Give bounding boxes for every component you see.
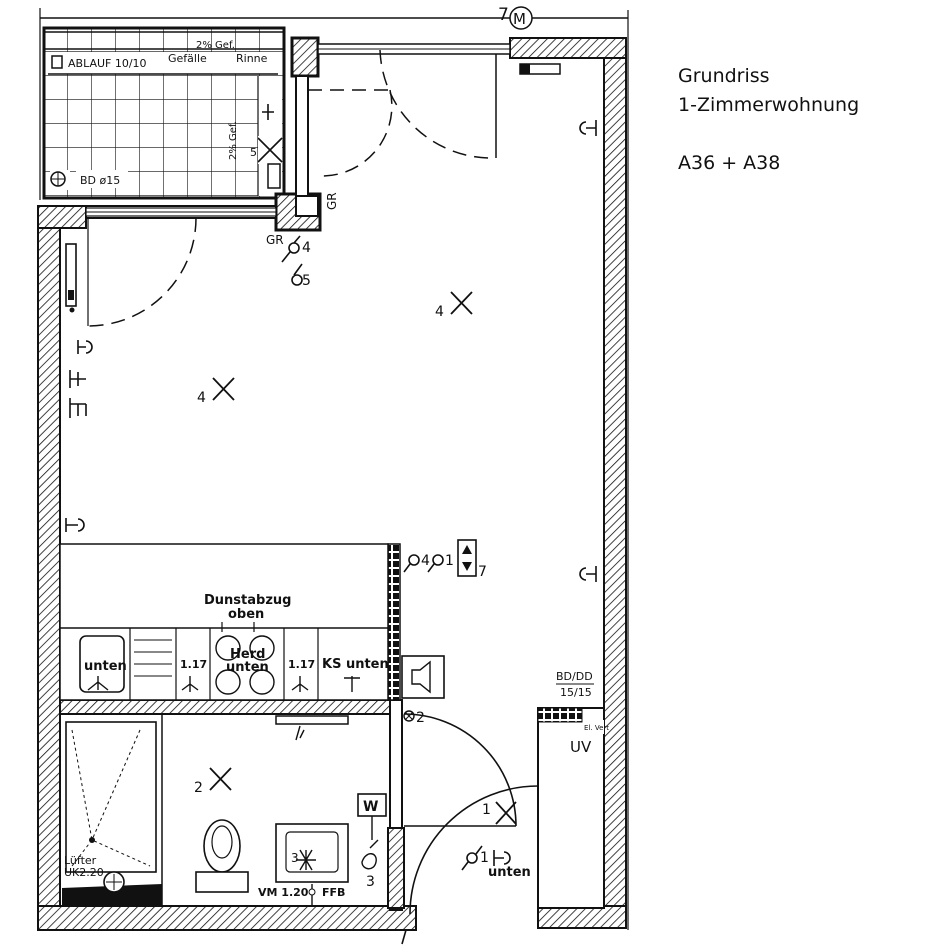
- door-switch-number: 2: [416, 710, 425, 726]
- bathroom-door: [403, 713, 517, 827]
- door-switch-icon: 2: [403, 710, 425, 726]
- ceiling-light-icon: 4: [435, 291, 473, 320]
- balcony-socket-icon: [260, 102, 282, 124]
- motor-symbol: M 7: [498, 5, 533, 30]
- hob-icon: [215, 635, 275, 695]
- oben-label: oben: [228, 607, 264, 622]
- speaker-icon: [401, 655, 445, 699]
- hall-unten-label: unten: [488, 865, 531, 880]
- socket-icon-3: [579, 120, 597, 136]
- bddd-label: BD/DD: [556, 670, 593, 683]
- ceiling-light-icon-2: 4: [197, 377, 235, 406]
- toilet-icon: [195, 819, 249, 893]
- balcony-light-number: 5: [250, 146, 257, 159]
- blind-control-number: 7: [478, 564, 487, 580]
- height-label-1: 1.17: [180, 658, 207, 671]
- shaver-socket-number: 3: [291, 851, 299, 865]
- el-vert-label: El. Vert: [584, 724, 609, 732]
- hall-light-number: 1: [482, 802, 491, 818]
- gr-label-vertical: GR: [325, 192, 339, 210]
- balcony-light-icon: 5: [250, 136, 283, 164]
- caption-subtitle: 1-Zimmerwohnung: [678, 94, 860, 116]
- bd-label: BD ø15: [80, 174, 120, 187]
- ffb-label: FFB: [322, 886, 345, 899]
- light-switch-icon: 4: [281, 235, 311, 263]
- room-fixtures: 4 5 4 4: [65, 63, 597, 582]
- sink-icon: [79, 635, 125, 693]
- mirror-light-icon: [275, 715, 349, 725]
- vm-label: VM 1.20: [258, 886, 309, 899]
- luefter-label: Lüfter: [64, 854, 97, 867]
- socket-icon-2: [65, 518, 85, 532]
- switch-number-4: 4: [302, 240, 311, 256]
- socket-icon-4: [579, 566, 597, 582]
- hall-switch-icon: 1: [461, 845, 511, 871]
- motor-number: 7: [498, 5, 509, 25]
- kitchen: Dunstabzug oben unten 1.17 Herd unten 1.…: [59, 543, 445, 701]
- switch-group-icon: 4 1 7: [403, 539, 487, 580]
- ceiling-light-number-2: 4: [197, 390, 206, 406]
- socket-icon: [77, 340, 93, 354]
- bathroom-switch-number: 3: [366, 874, 375, 890]
- windows: [85, 43, 511, 327]
- gefaelle-pct-label: 2% Gef.: [196, 40, 235, 51]
- hall-switch-number: 1: [480, 850, 489, 866]
- gefaelle-side-label: 2% Gef.: [228, 121, 239, 160]
- sink-unten-label: unten: [84, 659, 127, 674]
- bathroom-light-number: 2: [194, 780, 203, 796]
- height-label-2: 1.17: [288, 658, 315, 671]
- bathroom-switch-icon: 3: [361, 839, 379, 890]
- wall-socket-icon: [65, 243, 77, 313]
- shaver-socket-icon: [296, 849, 316, 871]
- plan-caption: Grundriss 1-Zimmerwohnung A36 + A38: [678, 62, 859, 178]
- ks-unten-label: KS unten: [322, 657, 389, 672]
- entrance-door: [409, 785, 539, 915]
- motor-symbol-letter: M: [513, 10, 526, 28]
- data-socket-icon: [69, 398, 87, 418]
- dunstabzug-label: Dunstabzug: [204, 593, 291, 608]
- gr-label: GR: [266, 233, 284, 247]
- caption-units: A36 + A38: [678, 152, 781, 174]
- switch-group-number-1: 1: [445, 553, 454, 569]
- herd-label: Herd: [230, 647, 265, 662]
- bddd-size-label: 15/15: [560, 686, 592, 699]
- bathroom: Lüfter UK2.20 2 W 3 VM 1.20 FFB: [62, 710, 517, 906]
- ablauf-label: ABLAUF 10/10: [68, 57, 147, 70]
- blind-control-icon: [457, 539, 477, 577]
- herd-unten-label: unten: [226, 660, 269, 675]
- washer-label: W: [363, 799, 378, 815]
- walls: [37, 36, 627, 931]
- entrance: 1 1 unten BD/DD 15/15 El. Vert UV: [401, 670, 609, 945]
- uv-label: UV: [570, 738, 592, 756]
- hall-light-icon: [495, 801, 517, 825]
- balcony: ABLAUF 10/10 2% Gef. Gefälle Rinne 2% Ge…: [42, 26, 286, 200]
- switch-group-number-4: 4: [421, 553, 430, 569]
- bathroom-light-icon: [209, 767, 232, 791]
- gefaelle-label: Gefälle: [168, 52, 207, 65]
- caption-title: Grundriss: [678, 65, 770, 87]
- uk-label: UK2.20: [64, 866, 104, 879]
- ceiling-light-number: 4: [435, 304, 444, 320]
- switch-number-5: 5: [302, 273, 311, 289]
- light-switch-icon-2: 5: [291, 263, 311, 289]
- tv-socket-icon: [69, 370, 86, 388]
- rinne-label: Rinne: [236, 52, 268, 65]
